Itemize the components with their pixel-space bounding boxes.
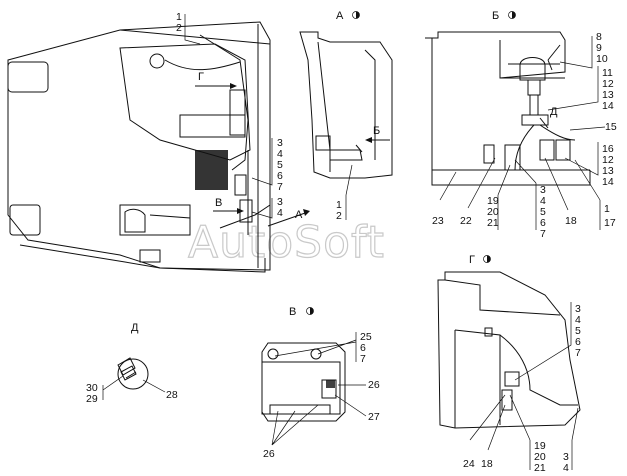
view-a-header: А <box>336 10 360 22</box>
svg-text:13: 13 <box>602 89 614 101</box>
svg-text:7: 7 <box>360 353 366 365</box>
svg-text:18: 18 <box>481 458 493 470</box>
view-d-leaders: 30 29 28 <box>86 375 178 405</box>
svg-text:19: 19 <box>487 195 499 207</box>
main-view-cab <box>7 21 271 273</box>
svg-text:28: 28 <box>166 389 178 401</box>
svg-text:22: 22 <box>460 215 472 227</box>
arrow-v: В <box>213 197 244 214</box>
svg-text:6: 6 <box>540 217 546 229</box>
arrow-g-label: Г <box>198 71 204 83</box>
svg-text:11: 11 <box>602 67 613 79</box>
callout-2: 2 <box>176 22 182 34</box>
svg-text:В: В <box>289 306 296 318</box>
arrow-b-label: Б <box>373 125 380 137</box>
svg-text:4: 4 <box>575 314 581 326</box>
view-d-header: Д <box>131 322 139 334</box>
svg-text:30: 30 <box>86 382 98 394</box>
callout-4b: 4 <box>277 207 283 219</box>
view-a-part <box>299 31 393 179</box>
svg-text:14: 14 <box>602 176 614 188</box>
arrow-v-label: В <box>215 197 222 209</box>
svg-text:20: 20 <box>487 206 499 218</box>
svg-text:12: 12 <box>602 78 614 90</box>
svg-text:4: 4 <box>563 462 569 474</box>
svg-text:21: 21 <box>487 217 499 229</box>
arrow-d: Д <box>539 106 558 129</box>
view-b-header: Б <box>492 10 516 22</box>
view-b-leaders: 8 9 10 11 12 13 14 15 16 12 13 14 23 22 … <box>432 31 617 240</box>
main-leaders: 1 2 3 4 5 6 7 3 4 <box>176 11 283 219</box>
svg-text:16: 16 <box>602 143 614 155</box>
arrow-a: А <box>267 209 310 227</box>
svg-text:1: 1 <box>604 203 610 215</box>
view-g-header: Г <box>469 254 491 266</box>
svg-text:26: 26 <box>263 448 275 460</box>
svg-text:2: 2 <box>336 210 342 222</box>
svg-text:А: А <box>336 10 344 22</box>
view-g-part <box>437 271 581 429</box>
svg-text:15: 15 <box>605 121 617 133</box>
svg-text:Б: Б <box>492 10 499 22</box>
svg-text:27: 27 <box>368 411 380 423</box>
callout-1: 1 <box>176 11 182 23</box>
svg-text:6: 6 <box>575 336 581 348</box>
svg-text:19: 19 <box>534 440 546 452</box>
svg-text:4: 4 <box>540 195 546 207</box>
arrow-a-label: А <box>295 209 303 221</box>
callout-6: 6 <box>277 170 283 182</box>
arrow-b: Б <box>365 125 390 143</box>
view-b-part <box>425 31 591 186</box>
watermark: AutoSoft <box>188 217 385 268</box>
svg-text:6: 6 <box>360 342 366 354</box>
view-v-leaders: 25 6 7 26 27 26 <box>263 331 380 460</box>
callout-5: 5 <box>277 159 283 171</box>
svg-text:21: 21 <box>534 462 546 474</box>
svg-text:1: 1 <box>336 199 342 211</box>
arrow-g: Г <box>195 71 237 89</box>
svg-text:8: 8 <box>596 31 602 43</box>
svg-text:7: 7 <box>575 347 581 359</box>
svg-text:23: 23 <box>432 215 444 227</box>
callout-3b: 3 <box>277 196 283 208</box>
view-g-leaders: 3 4 5 6 7 24 18 19 20 21 3 4 <box>463 302 581 474</box>
svg-text:9: 9 <box>596 42 602 54</box>
arrow-d-label: Д <box>550 106 558 118</box>
svg-text:10: 10 <box>596 53 608 65</box>
svg-text:14: 14 <box>602 100 614 112</box>
svg-text:3: 3 <box>540 184 546 196</box>
svg-text:5: 5 <box>575 325 581 337</box>
view-v-part <box>261 342 346 422</box>
svg-text:Г: Г <box>469 254 475 266</box>
svg-text:3: 3 <box>575 303 581 315</box>
svg-text:7: 7 <box>540 228 546 240</box>
callout-3: 3 <box>277 137 283 149</box>
svg-text:29: 29 <box>86 393 98 405</box>
svg-text:20: 20 <box>534 451 546 463</box>
view-a-leaders: 1 2 <box>336 164 353 222</box>
svg-text:25: 25 <box>360 331 372 343</box>
svg-text:12: 12 <box>602 154 614 166</box>
svg-text:Д: Д <box>131 322 139 334</box>
callout-7: 7 <box>277 181 283 193</box>
svg-text:24: 24 <box>463 458 475 470</box>
svg-text:5: 5 <box>540 206 546 218</box>
svg-text:26: 26 <box>368 379 380 391</box>
view-v-header: В <box>289 306 314 318</box>
callout-4: 4 <box>277 148 283 160</box>
svg-text:17: 17 <box>604 217 616 229</box>
view-d-part <box>117 357 149 390</box>
svg-text:13: 13 <box>602 165 614 177</box>
svg-text:3: 3 <box>563 451 569 463</box>
svg-text:18: 18 <box>565 215 577 227</box>
